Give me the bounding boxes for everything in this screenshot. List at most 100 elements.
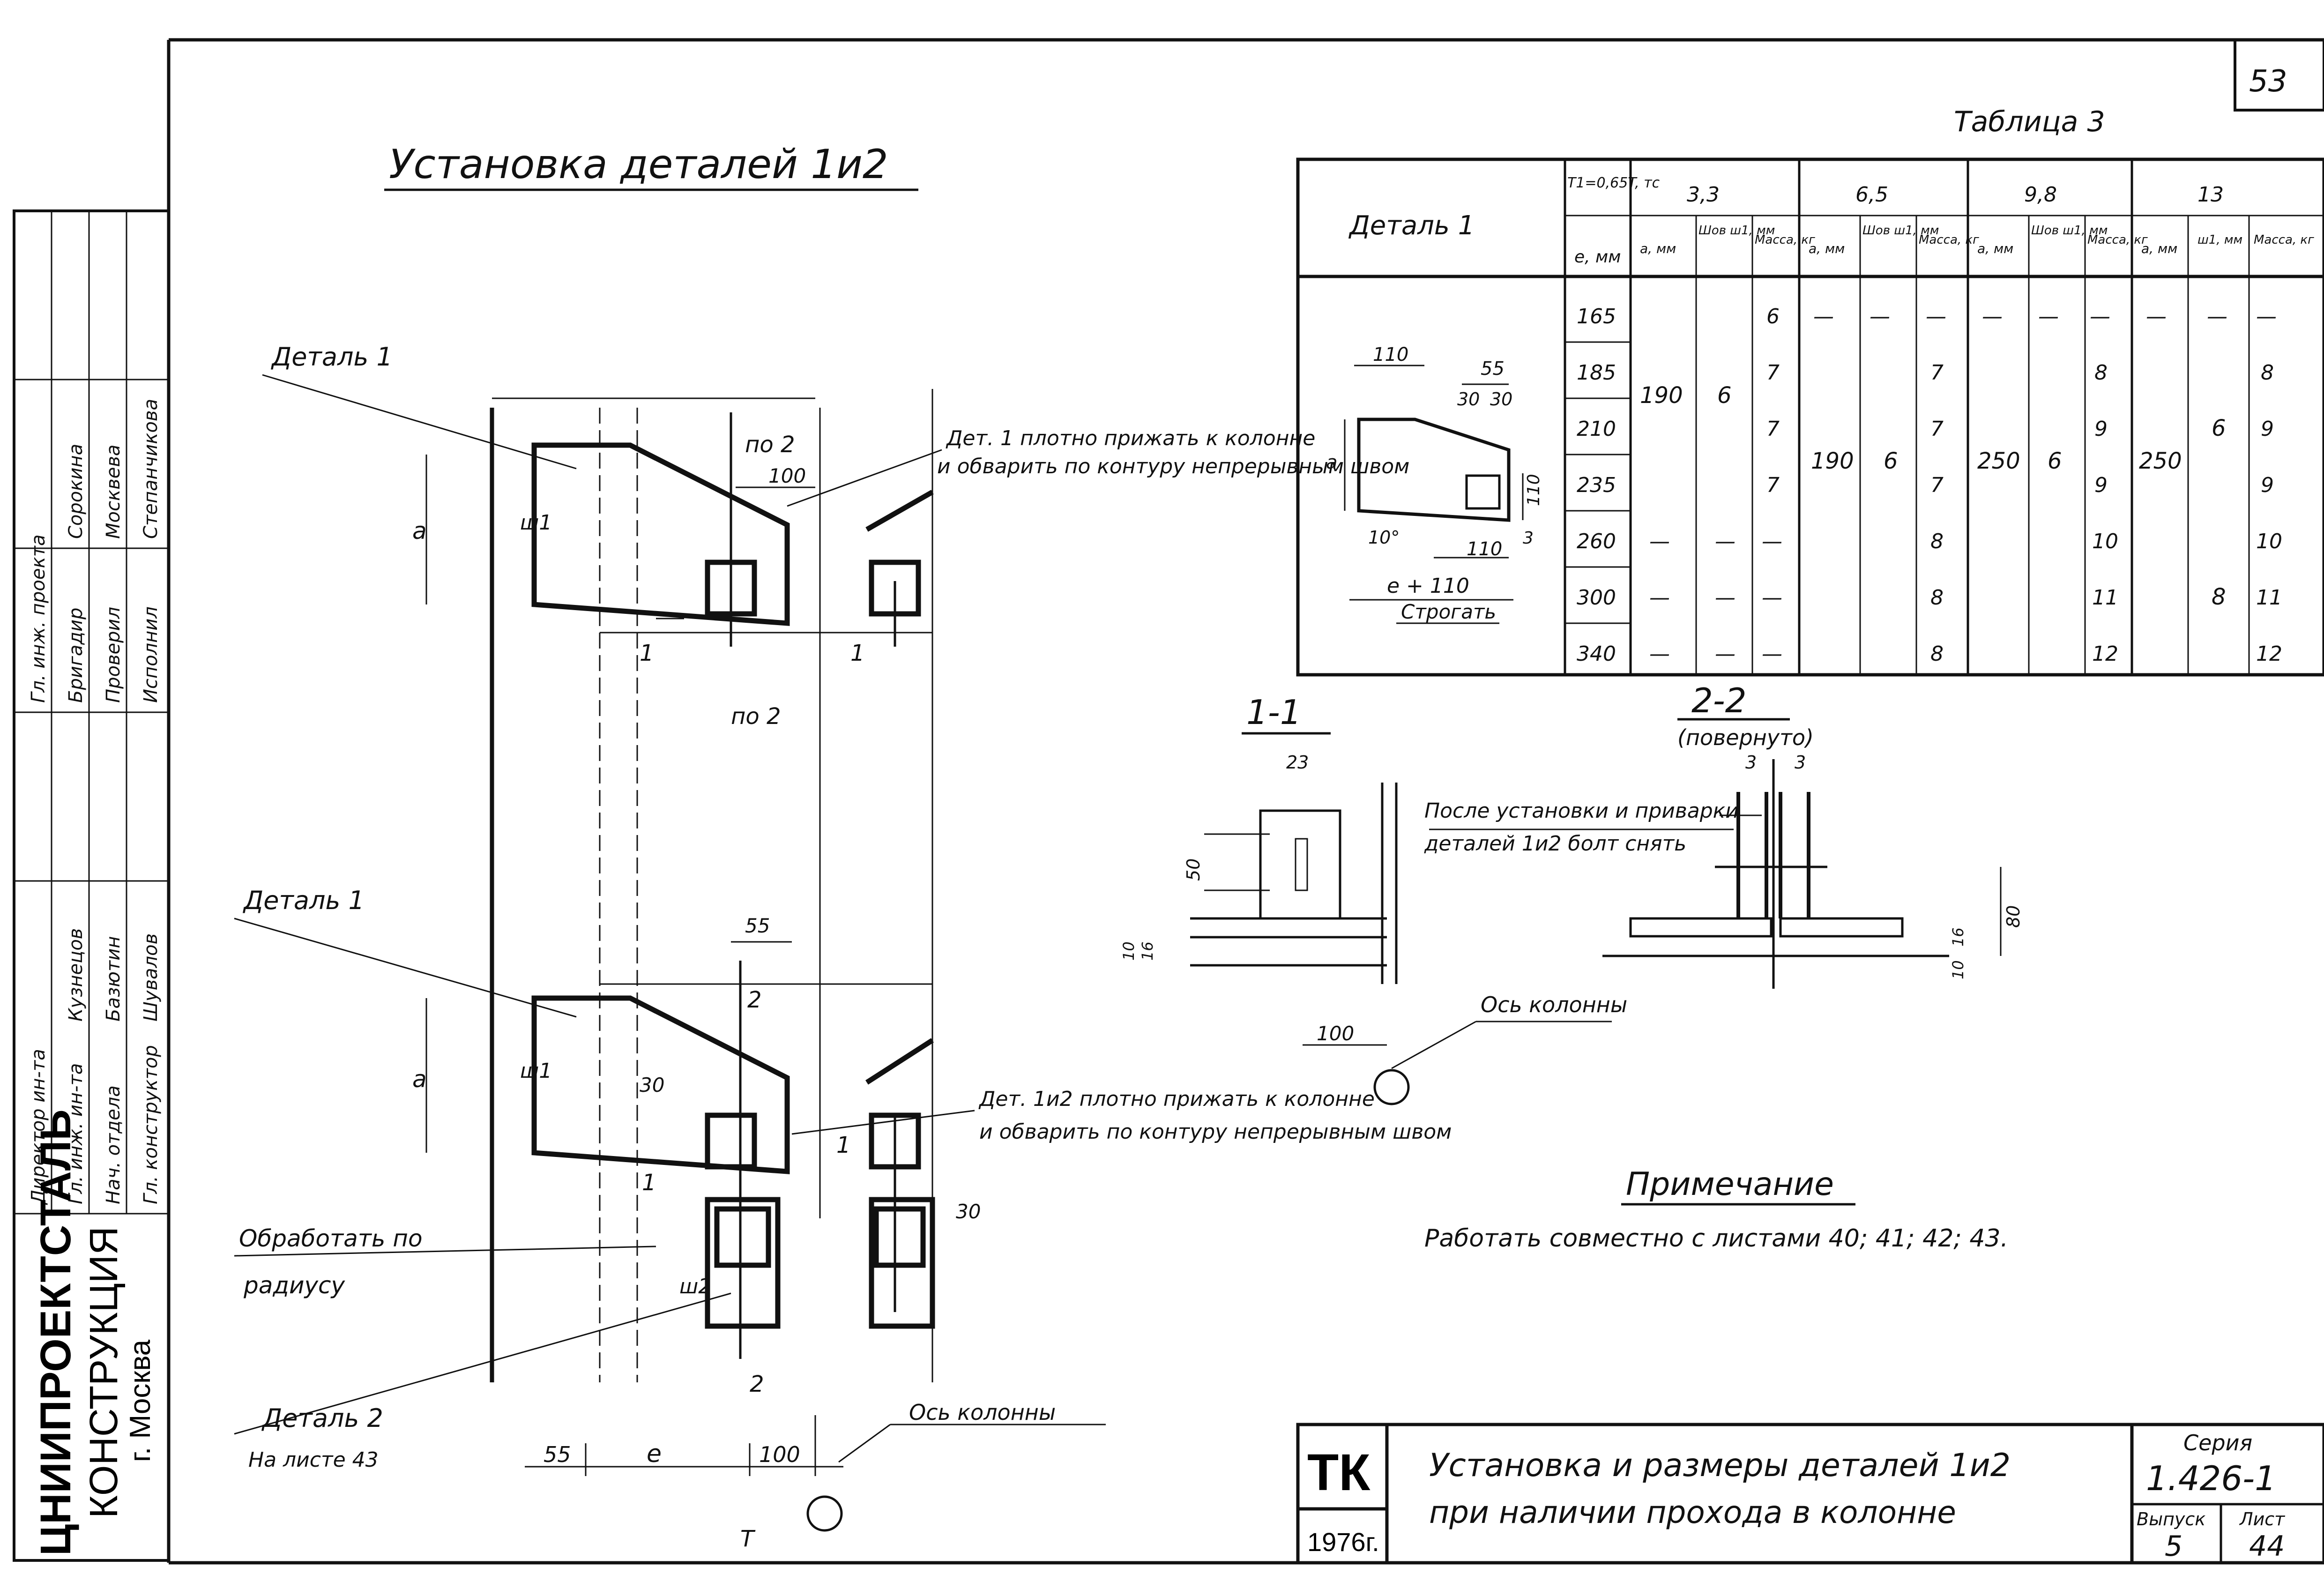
subheader-weld: ш1, мм — [2197, 233, 2242, 247]
dim-100-bottom: 100 — [759, 1442, 800, 1467]
load-group-6-5: 6,5 — [1855, 183, 1888, 207]
section11-dim-16: 16 — [1139, 941, 1156, 961]
e-value: 210 — [1577, 417, 1616, 441]
titleblock-sheet-value: 44 — [2249, 1530, 2285, 1563]
stamp-org-name: ЦНИИПРОЕКТСТАЛЬ — [32, 1109, 80, 1556]
g65-weld: 6 — [1884, 448, 1898, 474]
subheader-a: а, мм — [1809, 241, 1845, 256]
stamp-role-dept-head: Нач. отдела — [103, 1085, 124, 1204]
section-mark-1a: 1 — [640, 640, 654, 666]
g65-mass: 7 — [1930, 361, 1944, 385]
stamp-role-chief-designer: Гл. конструктор — [140, 1045, 162, 1204]
subheader-a: а, мм — [2141, 241, 2177, 256]
g13-a: 250 — [2139, 448, 2182, 474]
sketch-dim-110-top: 110 — [1373, 344, 1408, 366]
detail1-sketch — [1344, 365, 1524, 624]
stamp-role-project-engineer: Гл. инж. проекта — [28, 535, 49, 703]
stamp-name-kuznetsov: Кузнецов — [65, 928, 87, 1022]
g33-mass: — — [1762, 586, 1782, 610]
g65-a: 190 — [1811, 448, 1854, 474]
sketch-dim-55: 55 — [1481, 358, 1505, 380]
g65-mass: 8 — [1930, 586, 1944, 610]
section22-dim-3a: 3 — [1745, 752, 1757, 773]
g98-mass: — — [2090, 305, 2110, 328]
titleblock-issue-value: 5 — [2165, 1530, 2182, 1563]
stamp-role-chief-engineer: Гл. инж. ин-та — [65, 1063, 87, 1204]
g65-top-w: — — [1870, 305, 1890, 328]
e-value: 235 — [1577, 473, 1616, 497]
section-mark-po2-top: по 2 — [745, 432, 795, 458]
dim-30: 30 — [640, 1074, 664, 1097]
stamp-name-shuvalov: Шувалов — [140, 933, 162, 1022]
bolt-box-bottom — [705, 1112, 757, 1170]
g33-mass: 6 — [1766, 305, 1780, 328]
sketch-label-plane: Строгать — [1401, 600, 1496, 623]
g13-mass: 10 — [2256, 530, 2282, 553]
e-value: 165 — [1577, 305, 1616, 328]
section11-dim-23: 23 — [1286, 752, 1309, 773]
section11-dim-10: 10 — [1120, 941, 1138, 961]
titleblock-year: 1976г. — [1307, 1527, 1379, 1557]
stamp-role-director: Директор ин-та — [28, 1049, 49, 1205]
stamp-org-department: КОНСТРУКЦИЯ — [82, 1226, 126, 1518]
titleblock-title-line1: Установка и размеры деталей 1и2 — [1429, 1447, 2011, 1484]
section22-note-line1: После установки и приварки — [1424, 799, 1739, 823]
g98-a: 250 — [1977, 448, 2020, 474]
main-title: Установка деталей 1и2 — [389, 141, 888, 188]
dim-55-top: 55 — [745, 914, 770, 937]
note-text: Работать совместно с листами 40; 41; 42;… — [1424, 1224, 2008, 1253]
g33-w-dash: — — [1715, 530, 1736, 553]
dim-a-bottom: а — [412, 1066, 427, 1093]
g98-weld: 6 — [2048, 448, 2062, 474]
section-mark-1d: 1 — [836, 1132, 851, 1158]
g13-mass: — — [2256, 305, 2277, 328]
titleblock-series-value: 1.426-1 — [2146, 1459, 2276, 1498]
g98-mass: 8 — [2094, 361, 2108, 385]
section22-title: 2-2 — [1691, 681, 1747, 720]
e-value: 340 — [1577, 642, 1616, 666]
g33-a-dash: — — [1649, 530, 1670, 553]
dim-w1-top: ш1 — [520, 511, 552, 535]
subheader-mass: Масса, кг — [1755, 233, 1815, 247]
axis-label-column-bottom: Ось колонны — [909, 1400, 1056, 1425]
stamp-name-moskveva: Москвева — [103, 445, 124, 539]
stamp-role-brigadier: Бригадир — [65, 608, 87, 703]
section-mark-1b: 1 — [850, 640, 865, 666]
dim-30-right: 30 — [956, 1200, 981, 1223]
titleblock-issue-label: Выпуск — [2137, 1509, 2205, 1529]
g33-mass: — — [1762, 642, 1782, 666]
section22-dim-3b: 3 — [1795, 752, 1806, 773]
mark-T: T — [740, 1526, 756, 1552]
g33-a-dash: — — [1649, 586, 1670, 610]
g98-mass: 10 — [2092, 530, 2118, 553]
section22-dim-16: 16 — [1949, 927, 1967, 947]
section22-dim-80: 80 — [2003, 905, 2024, 928]
table-caption: Таблица 3 — [1954, 105, 2105, 138]
label-detail2-ref: На листе 43 — [248, 1448, 379, 1472]
titleblock-tk: ТК — [1307, 1444, 1371, 1501]
note-press-detail1: Дет. 1 плотно прижать к колонне — [946, 426, 1315, 450]
title-block — [1296, 1423, 2324, 1565]
label-detail2: Деталь 2 — [261, 1403, 383, 1433]
note-press-detail12: Дет. 1и2 плотно прижать к колонне — [978, 1087, 1375, 1111]
g33-a-dash: — — [1649, 642, 1670, 666]
subheader-mass: Масса, кг — [2254, 233, 2314, 247]
label-detail1-top: Деталь 1 — [271, 342, 393, 372]
g65-top-a: — — [1813, 305, 1834, 328]
table-header-e: е, мм — [1574, 247, 1621, 267]
subheader-weld: Шов ш1, мм — [1862, 224, 1939, 238]
sketch-dim-110-side: 110 — [1524, 474, 1543, 506]
section11-drawing — [1190, 783, 1612, 1069]
stamp-name-bazyutin: Базютин — [103, 936, 124, 1022]
sketch-dim-10deg: 10° — [1368, 527, 1400, 548]
g65-mass: — — [1926, 305, 1946, 328]
page-number: 53 — [2249, 64, 2287, 99]
titleblock-sheet-label: Лист — [2239, 1509, 2286, 1529]
subheader-weld: Шов ш1, мм — [2031, 224, 2108, 238]
note-weld-detail12: и обварить по контуру непрерывным швом — [979, 1120, 1452, 1144]
table3-grid — [1296, 157, 2324, 677]
side-stamp — [13, 209, 170, 1562]
subheader-mass: Масса, кг — [2087, 233, 2148, 247]
dim-55-bottom: 55 — [544, 1442, 571, 1467]
g65-mass: 7 — [1930, 417, 1944, 441]
